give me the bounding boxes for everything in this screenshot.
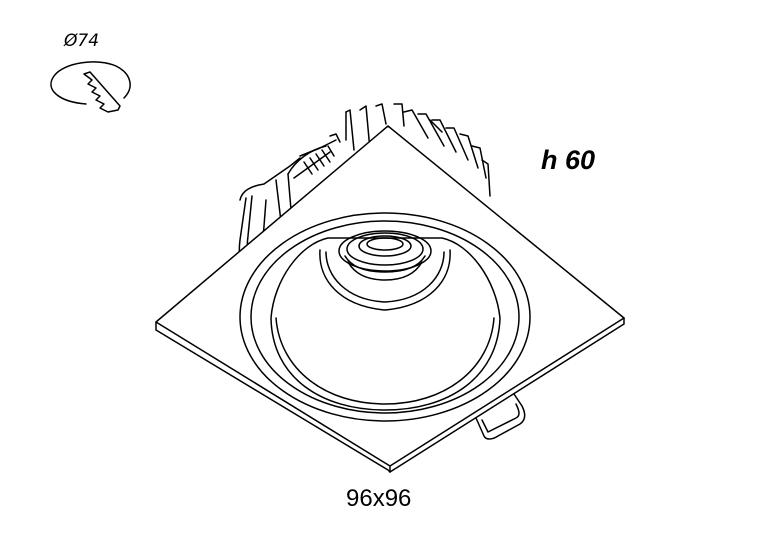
trim-size-label: 96x96 xyxy=(346,485,412,512)
spring-clip-right xyxy=(476,394,525,439)
cutout-diameter-label: Ø74 xyxy=(64,31,100,51)
reflector xyxy=(240,213,530,421)
height-label: h 60 xyxy=(541,145,596,175)
heatsink xyxy=(346,104,490,196)
ceiling-cutout-saw-icon xyxy=(51,62,130,112)
